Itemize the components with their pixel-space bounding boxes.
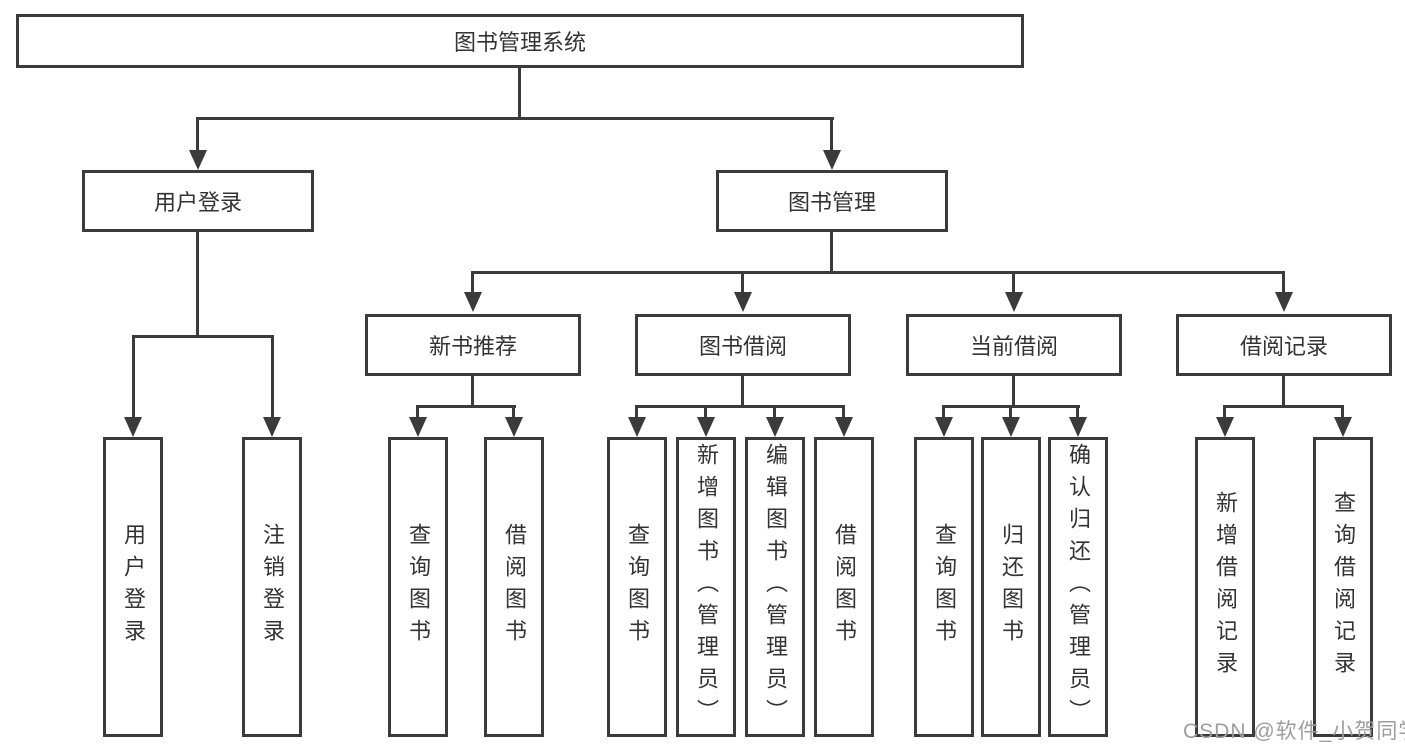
arrow-down-icon [1334, 417, 1352, 437]
node-new-book-rec: 新书推荐 [365, 314, 581, 376]
arrow-down-icon [628, 417, 646, 437]
arrow-down-icon [697, 417, 715, 437]
leaf-cb-query-book: 查询图书 [914, 437, 974, 737]
arrow-down-icon [124, 417, 142, 437]
leaf-br-query-record: 查询借阅记录 [1313, 437, 1373, 737]
leaf-nb-borrow-book: 借阅图书 [484, 437, 544, 737]
node-user-login: 用户登录 [82, 170, 314, 232]
connector-line [1282, 271, 1285, 294]
arrow-down-icon [409, 417, 427, 437]
leaf-nb-query-book-label: 查询图书 [406, 523, 431, 651]
connector-line [773, 405, 776, 419]
leaf-bb-add-book: 新增图书（管理员） [676, 437, 736, 737]
leaf-cb-return-book-label: 归还图书 [999, 523, 1024, 651]
connector-line [196, 232, 199, 338]
node-user-login-label: 用户登录 [153, 190, 242, 215]
watermark-text: CSDN @软件_小贺同学 [1183, 720, 1405, 743]
connector-line [842, 405, 845, 419]
arrow-down-icon [1002, 417, 1020, 437]
connector-line [704, 405, 707, 419]
leaf-cb-query-book-label: 查询图书 [932, 523, 957, 651]
leaf-bb-query-book-label: 查询图书 [625, 523, 650, 651]
arrow-down-icon [1005, 292, 1023, 312]
leaf-cb-confirm-return: 确认归还（管理员） [1048, 437, 1108, 737]
connector-line [471, 271, 474, 294]
connector-line [196, 117, 199, 152]
node-book-borrow: 图书借阅 [635, 314, 851, 376]
arrow-down-icon [823, 150, 841, 170]
connector-line [1012, 376, 1015, 408]
connector-line [942, 405, 945, 419]
arrow-down-icon [835, 417, 853, 437]
connector-line [1076, 405, 1079, 419]
connector-line [830, 117, 833, 152]
leaf-user-login: 用户登录 [103, 437, 163, 737]
connector-line [1282, 376, 1285, 408]
leaf-br-add-record: 新增借阅记录 [1195, 437, 1255, 737]
connector-line [1009, 405, 1012, 419]
connector-line [741, 376, 744, 408]
leaf-logout: 注销登录 [242, 437, 302, 737]
connector-line [271, 335, 274, 419]
leaf-br-add-record-label: 新增借阅记录 [1213, 491, 1238, 683]
leaf-bb-add-book-label: 新增图书（管理员） [694, 443, 719, 731]
arrow-down-icon [1275, 292, 1293, 312]
leaf-cb-confirm-return-label: 确认归还（管理员） [1066, 443, 1091, 731]
arrow-down-icon [734, 292, 752, 312]
connector-line [416, 405, 419, 419]
leaf-bb-edit-book-label: 编辑图书（管理员） [763, 443, 788, 731]
connector-line [1341, 405, 1344, 419]
connector-line [1223, 405, 1344, 408]
node-root-label: 图书管理系统 [453, 30, 586, 55]
node-new-book-rec-label: 新书推荐 [428, 334, 517, 359]
connector-line [1223, 405, 1226, 419]
node-book-mgmt: 图书管理 [716, 170, 948, 232]
arrow-down-icon [766, 417, 784, 437]
leaf-logout-label: 注销登录 [260, 523, 285, 651]
connector-line [471, 271, 1285, 274]
node-current-borrow: 当前借阅 [906, 314, 1122, 376]
connector-line [635, 405, 845, 408]
leaf-bb-edit-book: 编辑图书（管理员） [745, 437, 805, 737]
leaf-bb-borrow-book: 借阅图书 [814, 437, 874, 737]
leaf-bb-query-book: 查询图书 [607, 437, 667, 737]
connector-line [512, 405, 515, 419]
node-borrow-record: 借阅记录 [1176, 314, 1392, 376]
node-current-borrow-label: 当前借阅 [969, 334, 1058, 359]
node-root: 图书管理系统 [16, 14, 1024, 68]
connector-line [518, 68, 521, 120]
arrow-down-icon [263, 417, 281, 437]
connector-line [635, 405, 638, 419]
node-book-mgmt-label: 图书管理 [787, 190, 876, 215]
connector-line [416, 405, 516, 408]
node-book-borrow-label: 图书借阅 [698, 334, 787, 359]
arrow-down-icon [1216, 417, 1234, 437]
leaf-bb-borrow-book-label: 借阅图书 [832, 523, 857, 651]
leaf-br-query-record-label: 查询借阅记录 [1331, 491, 1356, 683]
connector-line [132, 335, 274, 338]
arrow-down-icon [505, 417, 523, 437]
connector-line [132, 335, 135, 419]
arrow-down-icon [464, 292, 482, 312]
connector-line [830, 232, 833, 274]
leaf-cb-return-book: 归还图书 [981, 437, 1041, 737]
connector-line [196, 117, 834, 120]
arrow-down-icon [189, 150, 207, 170]
node-borrow-record-label: 借阅记录 [1239, 334, 1328, 359]
leaf-nb-query-book: 查询图书 [388, 437, 448, 737]
leaf-user-login-label: 用户登录 [121, 523, 146, 651]
connector-line [471, 376, 474, 408]
connector-line [741, 271, 744, 294]
connector-line [1012, 271, 1015, 294]
arrow-down-icon [1069, 417, 1087, 437]
arrow-down-icon [935, 417, 953, 437]
leaf-nb-borrow-book-label: 借阅图书 [502, 523, 527, 651]
